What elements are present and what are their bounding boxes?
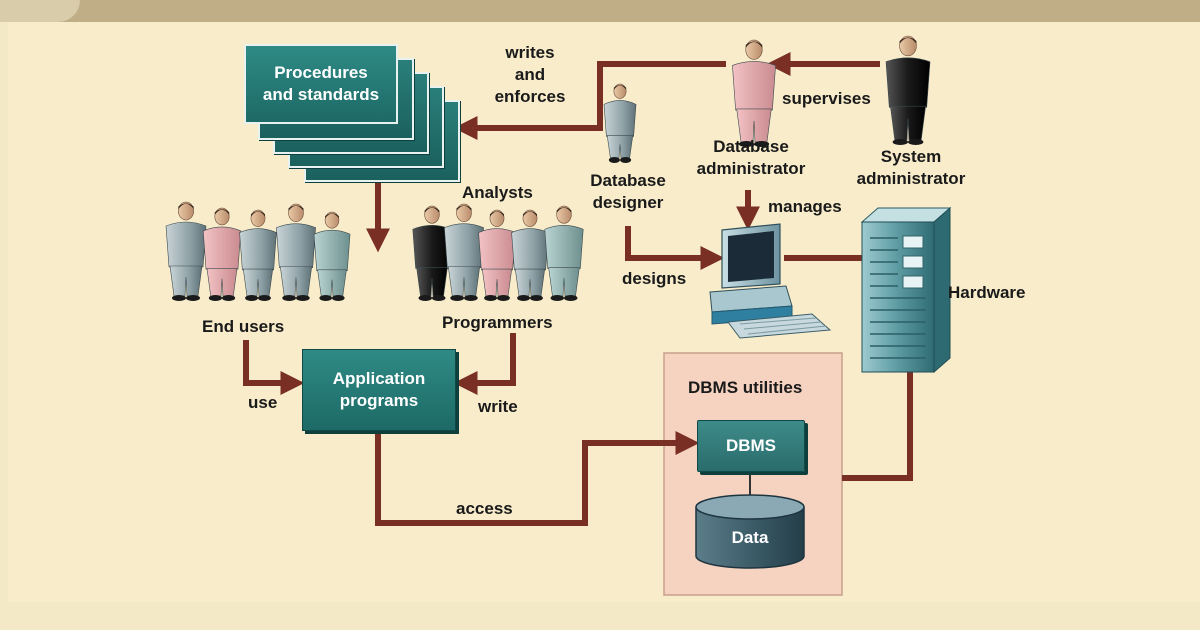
data-cylinder bbox=[695, 494, 805, 569]
dbms-box: DBMS bbox=[697, 420, 805, 472]
writes-enforces-label: writes and enforces bbox=[490, 42, 570, 108]
diagram-panel bbox=[8, 22, 1200, 602]
hardware-label: Hardware bbox=[948, 283, 1026, 302]
designs-label: designs bbox=[622, 269, 687, 288]
end-user-figure-3 bbox=[239, 209, 277, 301]
connectors bbox=[243, 52, 913, 526]
writes-enforces-line3: enforces bbox=[494, 87, 566, 106]
hardware-server bbox=[860, 206, 952, 374]
db-designer-line2: designer bbox=[592, 193, 664, 212]
writes-enforces-line1: writes bbox=[505, 43, 555, 62]
db-designer-line1: Database bbox=[590, 171, 666, 190]
application-programs-box: Application programs bbox=[302, 349, 456, 431]
db-admin-figure bbox=[732, 39, 776, 147]
writes-enforces-line2: and bbox=[514, 65, 546, 84]
db-admin-line2: administrator bbox=[696, 159, 806, 178]
supervises-label: supervises bbox=[782, 89, 871, 108]
bottom-band bbox=[0, 602, 1200, 630]
top-band bbox=[0, 0, 1200, 22]
db-admin-line1: Database bbox=[713, 137, 789, 156]
hardware-utilities-link bbox=[842, 368, 913, 481]
end-user-figure-1 bbox=[165, 201, 207, 301]
procedures-box: Procedures and standards bbox=[244, 44, 398, 124]
programmer-figure-1 bbox=[412, 205, 452, 301]
programmer-figure-3 bbox=[478, 209, 516, 301]
data-label: Data bbox=[731, 528, 769, 547]
analysts-label: Analysts bbox=[462, 183, 533, 202]
db-designer-figure bbox=[603, 83, 637, 163]
programmer-figure-2 bbox=[444, 203, 484, 301]
programmer-figure-4 bbox=[511, 209, 549, 301]
use-arrow bbox=[243, 340, 305, 395]
people-figures bbox=[165, 35, 931, 301]
application-line2: programs bbox=[339, 391, 419, 410]
dbms-utilities-label: DBMS utilities bbox=[688, 378, 803, 397]
use-label: use bbox=[248, 393, 278, 412]
end-users-label: End users bbox=[202, 317, 285, 336]
sys-admin-line1: System bbox=[880, 147, 942, 166]
access-label: access bbox=[456, 499, 513, 518]
programmer-figure-5 bbox=[544, 205, 584, 301]
computer-workstation bbox=[709, 223, 832, 339]
designs-arrow bbox=[625, 226, 725, 270]
db-designer-label: Database designer bbox=[566, 170, 690, 214]
end-user-figure-4 bbox=[276, 203, 316, 301]
access-arrow bbox=[375, 431, 700, 526]
top-band-curve bbox=[0, 0, 80, 22]
write-label: write bbox=[478, 397, 518, 416]
procedures-line2: and standards bbox=[262, 85, 380, 104]
sys-admin-line2: administrator bbox=[856, 169, 966, 188]
end-user-figure-2 bbox=[202, 207, 242, 301]
procedures-line1: Procedures bbox=[274, 63, 368, 82]
programmers-label: Programmers bbox=[442, 313, 553, 332]
dbms-label: DBMS bbox=[725, 436, 777, 455]
db-admin-label: Database administrator bbox=[676, 136, 826, 180]
manages-label: manages bbox=[768, 197, 842, 216]
write-arrow bbox=[453, 333, 516, 395]
sys-admin-figure bbox=[885, 35, 931, 145]
sys-admin-label: System administrator bbox=[836, 146, 986, 190]
application-line1: Application bbox=[332, 369, 426, 388]
end-user-figure-5 bbox=[313, 211, 351, 301]
writes-enforces-arrow bbox=[453, 61, 726, 140]
